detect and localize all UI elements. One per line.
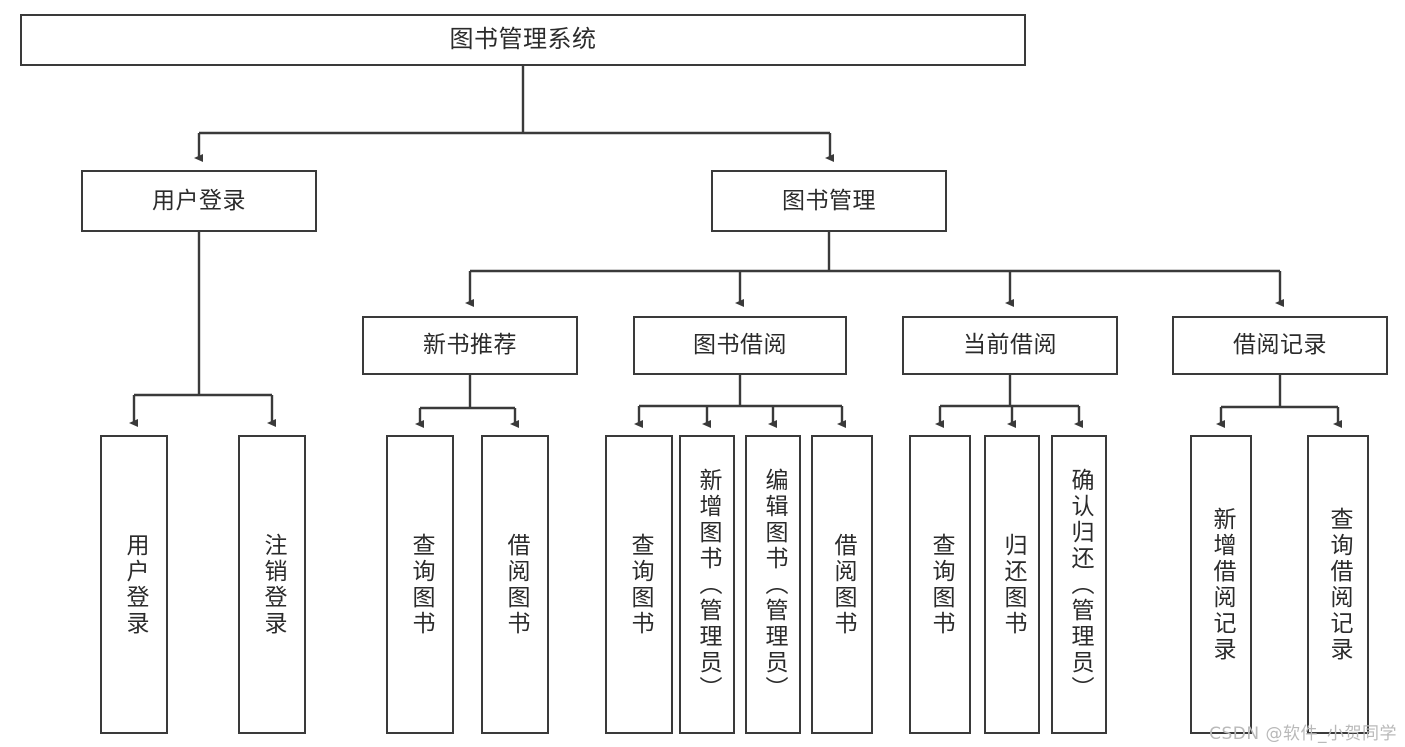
node-leaf-query-book-2-label: 查询图书 xyxy=(626,532,653,637)
node-leaf-logout-label: 注销登录 xyxy=(259,532,286,637)
node-leaf-borrow-book-1[interactable]: 借阅图书 xyxy=(481,435,549,734)
node-current-borrow[interactable]: 当前借阅 xyxy=(902,316,1118,375)
node-leaf-query-book-3[interactable]: 查询图书 xyxy=(909,435,971,734)
node-leaf-add-book-label: 新增图书（管理员） xyxy=(694,467,721,702)
node-leaf-borrow-book-2[interactable]: 借阅图书 xyxy=(811,435,873,734)
watermark: CSDN @软件_小贺同学 xyxy=(1209,724,1397,744)
node-borrow-records[interactable]: 借阅记录 xyxy=(1172,316,1388,375)
node-root-label: 图书管理系统 xyxy=(449,25,597,54)
node-leaf-query-record[interactable]: 查询借阅记录 xyxy=(1307,435,1369,734)
node-leaf-logout[interactable]: 注销登录 xyxy=(238,435,306,734)
node-leaf-query-record-label: 查询借阅记录 xyxy=(1325,506,1352,663)
node-current-borrow-label: 当前借阅 xyxy=(963,332,1057,359)
node-leaf-add-book[interactable]: 新增图书（管理员） xyxy=(679,435,735,734)
node-borrow-records-label: 借阅记录 xyxy=(1233,332,1327,359)
node-leaf-add-record[interactable]: 新增借阅记录 xyxy=(1190,435,1252,734)
node-leaf-user-login-label: 用户登录 xyxy=(121,532,148,637)
node-leaf-query-book-2[interactable]: 查询图书 xyxy=(605,435,673,734)
node-user-login-label: 用户登录 xyxy=(152,187,246,214)
node-leaf-add-record-label: 新增借阅记录 xyxy=(1208,506,1235,663)
node-leaf-borrow-book-1-label: 借阅图书 xyxy=(502,532,529,637)
node-leaf-confirm-return[interactable]: 确认归还（管理员） xyxy=(1051,435,1107,734)
node-new-book-recommend-label: 新书推荐 xyxy=(423,332,517,359)
node-leaf-edit-book[interactable]: 编辑图书（管理员） xyxy=(745,435,801,734)
node-leaf-query-book-3-label: 查询图书 xyxy=(927,532,954,637)
node-leaf-return-book-label: 归还图书 xyxy=(999,532,1026,637)
node-leaf-user-login[interactable]: 用户登录 xyxy=(100,435,168,734)
node-book-manage-label: 图书管理 xyxy=(782,187,876,214)
node-leaf-query-book-1[interactable]: 查询图书 xyxy=(386,435,454,734)
node-leaf-edit-book-label: 编辑图书（管理员） xyxy=(760,467,787,702)
node-leaf-return-book[interactable]: 归还图书 xyxy=(984,435,1040,734)
node-new-book-recommend[interactable]: 新书推荐 xyxy=(362,316,578,375)
node-leaf-borrow-book-2-label: 借阅图书 xyxy=(829,532,856,637)
node-book-borrow-label: 图书借阅 xyxy=(693,332,787,359)
node-book-borrow[interactable]: 图书借阅 xyxy=(633,316,847,375)
node-user-login[interactable]: 用户登录 xyxy=(81,170,317,232)
node-leaf-query-book-1-label: 查询图书 xyxy=(407,532,434,637)
node-root[interactable]: 图书管理系统 xyxy=(20,14,1026,66)
node-leaf-confirm-return-label: 确认归还（管理员） xyxy=(1066,467,1093,702)
node-book-manage[interactable]: 图书管理 xyxy=(711,170,947,232)
